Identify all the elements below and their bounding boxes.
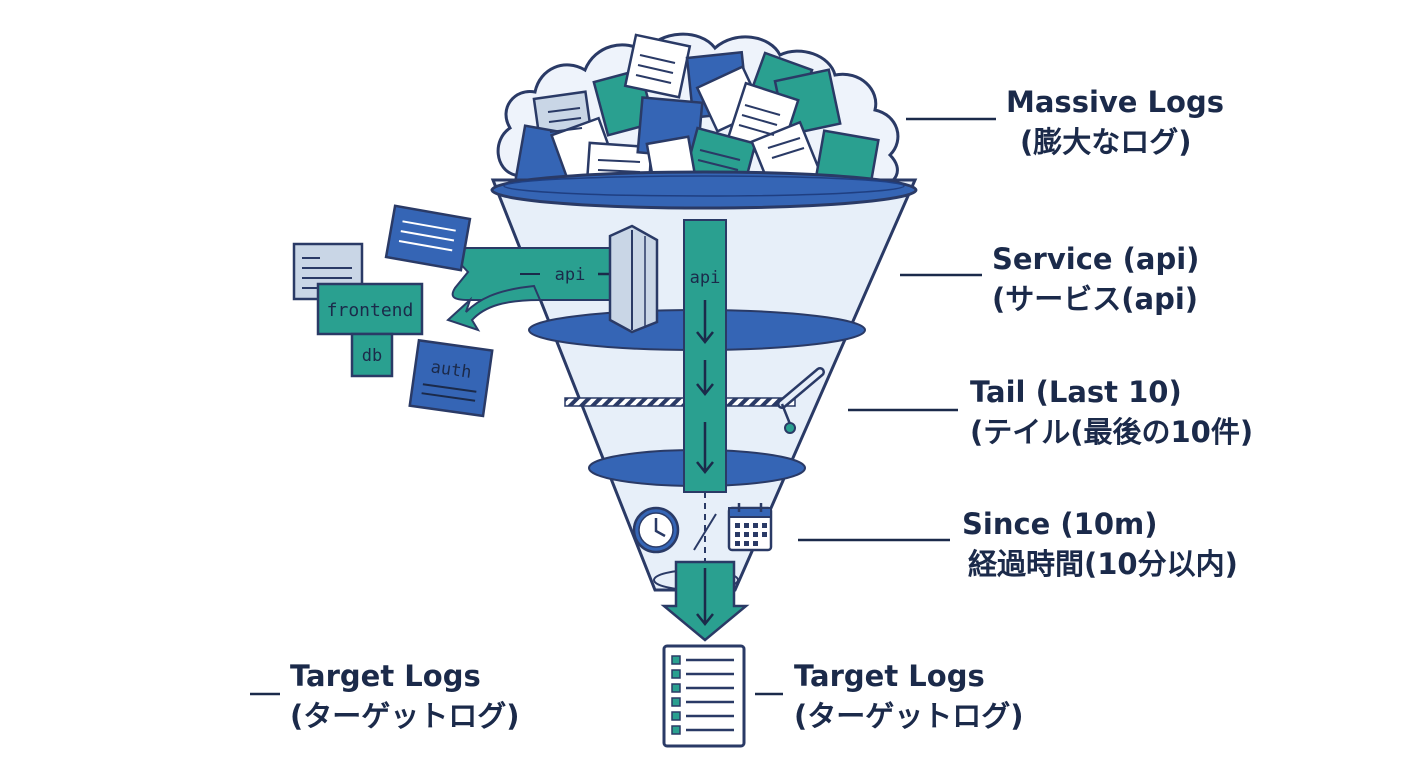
calendar-icon — [727, 503, 773, 552]
blade-icon — [777, 367, 825, 434]
db-label: db — [362, 346, 382, 366]
tail-title: Tail (Last 10) — [970, 375, 1182, 409]
target-logs-left-title: Target Logs — [290, 659, 481, 693]
massive-logs-subtitle: (膨大なログ) — [1020, 125, 1192, 159]
api-channel: api — [660, 219, 750, 642]
frontend-label: frontend — [327, 300, 414, 321]
tail-label: Tail (Last 10) (テイル(最後の10件) — [970, 372, 1253, 452]
target-logs-left-subtitle: (ターゲットログ) — [290, 699, 520, 733]
gate-icon — [608, 224, 659, 334]
target-logs-right-subtitle: (ターゲットログ) — [794, 699, 1024, 733]
since-divider — [693, 513, 717, 551]
document-icon — [662, 644, 746, 748]
leader-lines — [250, 117, 996, 696]
api-channel-label: api — [690, 268, 721, 288]
since-label: Since (10m) 経過時間(10分以内) — [962, 504, 1238, 584]
log-pile-icon — [496, 32, 900, 197]
rejected-services: frontend db auth — [292, 204, 494, 418]
service-title: Service (api) — [992, 242, 1200, 276]
api-service-arrow: api — [451, 247, 622, 301]
frontend-service-badge: frontend — [316, 282, 424, 336]
down-arrow-icon — [696, 300, 714, 627]
target-logs-right-title: Target Logs — [794, 659, 985, 693]
funnel-rim-inner — [503, 175, 905, 197]
since-title: Since (10m) — [962, 507, 1158, 541]
auth-service-badge: auth — [408, 338, 494, 418]
db-service-badge: db — [350, 332, 394, 378]
service-subtitle: (サービス(api) — [992, 282, 1199, 316]
log-doc-lines — [547, 54, 805, 183]
massive-logs-title: Massive Logs — [1006, 85, 1224, 119]
target-logs-right-label: Target Logs (ターゲットログ) — [794, 656, 1024, 736]
since-subtitle: 経過時間(10分以内) — [968, 547, 1238, 581]
clock-icon — [632, 506, 680, 554]
rejected-log-doc — [384, 204, 472, 272]
api-arrow-label: api — [555, 265, 586, 285]
service-label: Service (api) (サービス(api) — [992, 239, 1199, 319]
tail-blade-bar — [564, 397, 796, 407]
target-logs-left-label: Target Logs (ターゲットログ) — [290, 656, 520, 736]
rejected-arrow — [446, 284, 542, 332]
log-doc — [623, 33, 692, 99]
tail-subtitle: (テイル(最後の10件) — [970, 415, 1254, 449]
massive-logs-label: Massive Logs (膨大なログ) — [1006, 82, 1224, 162]
